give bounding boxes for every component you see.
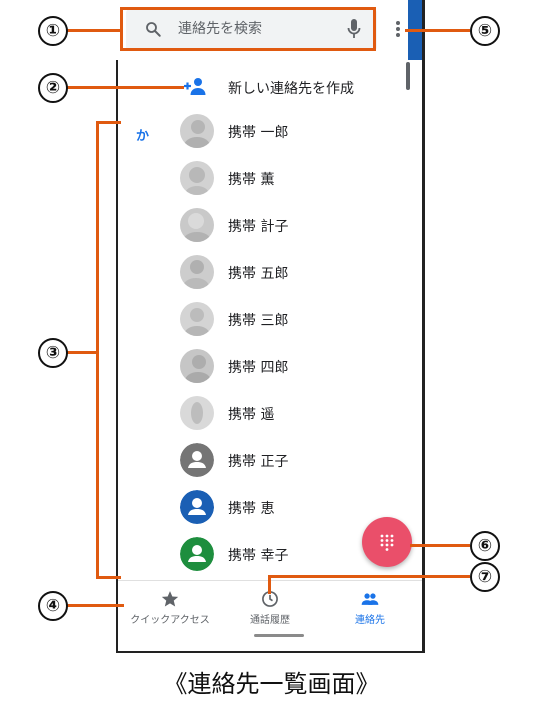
contact-name: 携帯 四郎 <box>228 360 289 376</box>
create-new-contact-label: 新しい連絡先を作成 <box>228 81 354 97</box>
callout-number-2: ② <box>38 73 68 103</box>
contact-name: 携帯 五郎 <box>228 266 289 282</box>
tab-contacts-label: 連絡先 <box>355 615 385 626</box>
callout-line <box>66 604 124 607</box>
add-person-icon <box>184 78 206 95</box>
contact-name: 携帯 恵 <box>228 501 275 517</box>
callout-bracket <box>96 121 121 124</box>
callout-line <box>410 544 470 547</box>
contact-name: 携帯 幸子 <box>228 548 289 564</box>
contact-item[interactable]: 携帯 恵 <box>118 485 408 529</box>
contact-name: 携帯 計子 <box>228 219 289 235</box>
phone-screen: 連絡先を検索 新しい連絡先を作成 か 携帯 一郎 <box>116 0 425 652</box>
contact-name: 携帯 一郎 <box>228 125 289 141</box>
contact-item[interactable]: 携帯 遥 <box>118 391 408 435</box>
default-person-avatar <box>180 490 214 524</box>
section-index-letter: か <box>136 129 150 144</box>
contact-item[interactable]: 携帯 一郎 <box>118 109 408 153</box>
contact-item[interactable]: 携帯 四郎 <box>118 344 408 388</box>
contact-photo-avatar <box>180 349 214 383</box>
contact-photo-avatar <box>180 255 214 289</box>
more-options-icon[interactable] <box>391 14 405 44</box>
phone-frame-bottom <box>116 651 425 653</box>
people-icon <box>361 593 379 605</box>
callout-number-6: ⑥ <box>470 531 500 561</box>
callout-line <box>268 575 271 594</box>
callout-bracket <box>96 121 99 579</box>
contact-name: 携帯 薫 <box>228 172 275 188</box>
contact-name: 携帯 三郎 <box>228 313 289 329</box>
gesture-navigation-bar[interactable] <box>254 634 304 637</box>
callout-number-3: ③ <box>38 338 68 368</box>
contact-photo-avatar <box>180 302 214 336</box>
default-person-avatar <box>180 443 214 477</box>
contact-photo-avatar <box>180 161 214 195</box>
callout-line <box>66 351 96 354</box>
create-new-contact-button[interactable]: 新しい連絡先を作成 <box>118 70 418 104</box>
contact-item[interactable]: 携帯 三郎 <box>118 297 408 341</box>
tab-call-history-label: 通話履歴 <box>250 615 290 626</box>
contact-item[interactable]: 携帯 計子 <box>118 203 408 247</box>
callout-search-highlight <box>120 7 376 51</box>
contact-item[interactable]: 携帯 幸子 <box>118 532 408 576</box>
star-icon <box>161 591 179 607</box>
contact-photo-avatar <box>180 114 214 148</box>
tab-quick-access-label: クイックアクセス <box>130 615 210 626</box>
callout-number-7: ⑦ <box>470 562 500 592</box>
contact-item[interactable]: 携帯 五郎 <box>118 250 408 294</box>
search-bar[interactable] <box>126 9 377 51</box>
dialpad-fab-button[interactable] <box>362 517 412 567</box>
contact-name: 携帯 遥 <box>228 407 275 423</box>
search-icon <box>146 22 161 37</box>
contact-photo-avatar <box>180 396 214 430</box>
figure-caption: 《連絡先一覧画面》 <box>163 670 380 698</box>
default-person-avatar <box>180 537 214 571</box>
callout-line <box>66 86 184 89</box>
contact-photo-avatar <box>180 208 214 242</box>
callout-number-4: ④ <box>38 591 68 621</box>
scrollbar[interactable] <box>406 62 410 90</box>
callout-line <box>66 29 120 32</box>
dialpad-icon <box>380 534 394 551</box>
microphone-icon[interactable] <box>346 18 362 40</box>
tab-contacts[interactable]: 連絡先 <box>320 581 420 631</box>
callout-bracket <box>96 576 121 579</box>
callout-line <box>268 575 470 578</box>
callout-number-5: ⑤ <box>470 16 500 46</box>
contact-item[interactable]: 携帯 薫 <box>118 156 408 200</box>
search-input[interactable]: 連絡先を検索 <box>178 21 262 37</box>
callout-line <box>405 29 470 32</box>
contact-name: 携帯 正子 <box>228 454 289 470</box>
tab-quick-access[interactable]: クイックアクセス <box>120 581 220 631</box>
callout-number-1: ① <box>38 16 68 46</box>
contact-item[interactable]: 携帯 正子 <box>118 438 408 482</box>
